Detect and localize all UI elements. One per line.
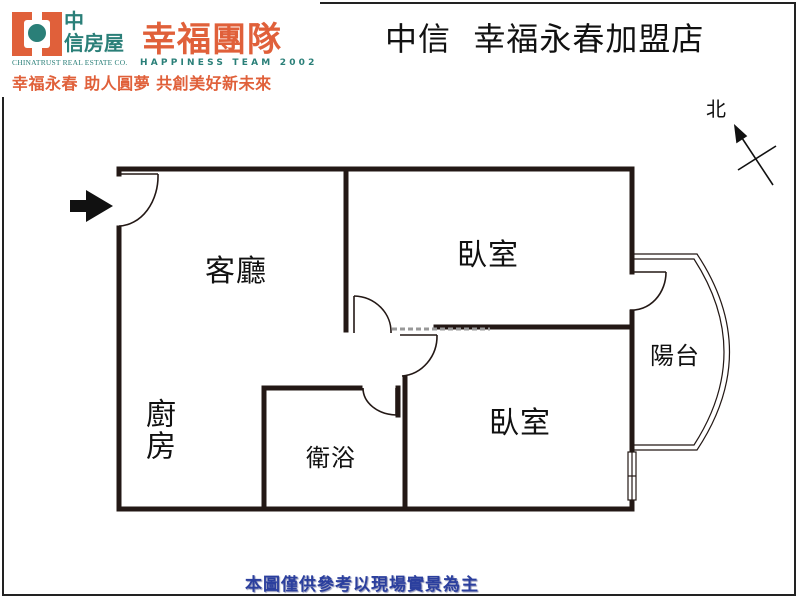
entrance-arrow-icon <box>70 190 113 222</box>
store-title: 中信 幸福永春加盟店 <box>385 20 705 58</box>
team-name-en: HAPPINESS TEAM 2002 <box>140 58 318 68</box>
team-name-cn: 幸福團隊 <box>142 20 282 60</box>
room-label-balcony: 陽台 <box>650 342 700 370</box>
slogan: 幸福永春 助人圓夢 共創美好新未來 <box>12 74 272 93</box>
company-logo: 中 信房屋 CHINATRUST REAL ESTATE CO. 幸福團隊 HA… <box>2 2 320 97</box>
brand-cn-line1: 中 <box>64 9 84 33</box>
room-label-living-room: 客廳 <box>205 254 267 289</box>
brand-name-en: CHINATRUST REAL ESTATE CO. <box>12 58 128 67</box>
brand-name-cn: 中 信房屋 <box>64 10 124 54</box>
room-label-bathroom: 衛浴 <box>306 444 356 472</box>
room-label-kitchen: 廚房 <box>140 398 175 462</box>
north-label: 北 <box>706 97 726 121</box>
room-label-bedroom-2: 臥室 <box>489 406 551 441</box>
room-label-bedroom-1: 臥室 <box>457 238 519 273</box>
chinatrust-logo-icon <box>12 12 62 56</box>
north-arrow-icon <box>733 123 777 186</box>
disclaimer-text: 本圖僅供參考以現場實景為主 <box>245 575 479 595</box>
brand-cn-line2: 信房屋 <box>64 31 124 55</box>
